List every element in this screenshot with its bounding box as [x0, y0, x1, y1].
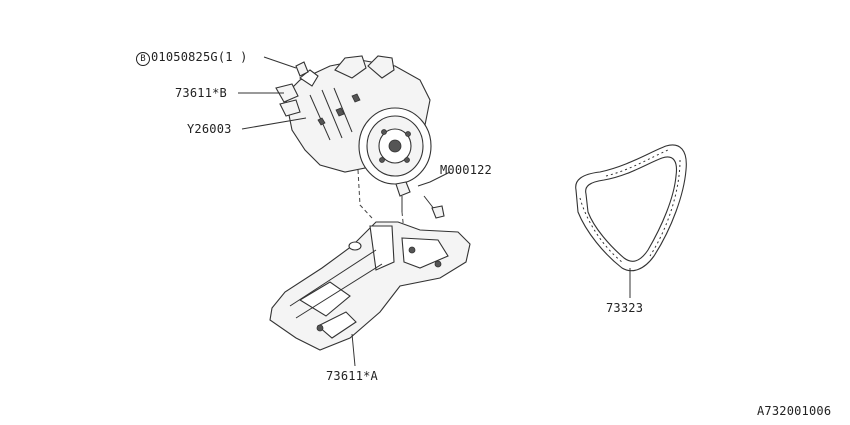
callout-stud: M000122 [440, 163, 492, 177]
callout-bracket-b: 73611*B [175, 86, 227, 100]
bolt-illustration [295, 61, 309, 77]
dash-line-left [357, 169, 373, 219]
circled-b-icon: B [136, 52, 150, 66]
leader-compressor [241, 117, 307, 130]
belt-illustration [575, 144, 687, 272]
bracket-a-illustration [269, 221, 471, 351]
stud-illustration [395, 181, 445, 219]
callout-belt: 73323 [606, 301, 644, 315]
callout-bolt-text: 01050825G(1 ) [151, 50, 248, 64]
leader-bolt [263, 56, 297, 69]
callout-compressor: Y26003 [187, 122, 232, 136]
leader-bracket-a [351, 333, 356, 367]
compressor-illustration [275, 55, 432, 185]
figure-code: A732001006 [757, 404, 832, 418]
callout-bracket-a: 73611*A [326, 369, 378, 383]
leader-stud [417, 171, 451, 187]
